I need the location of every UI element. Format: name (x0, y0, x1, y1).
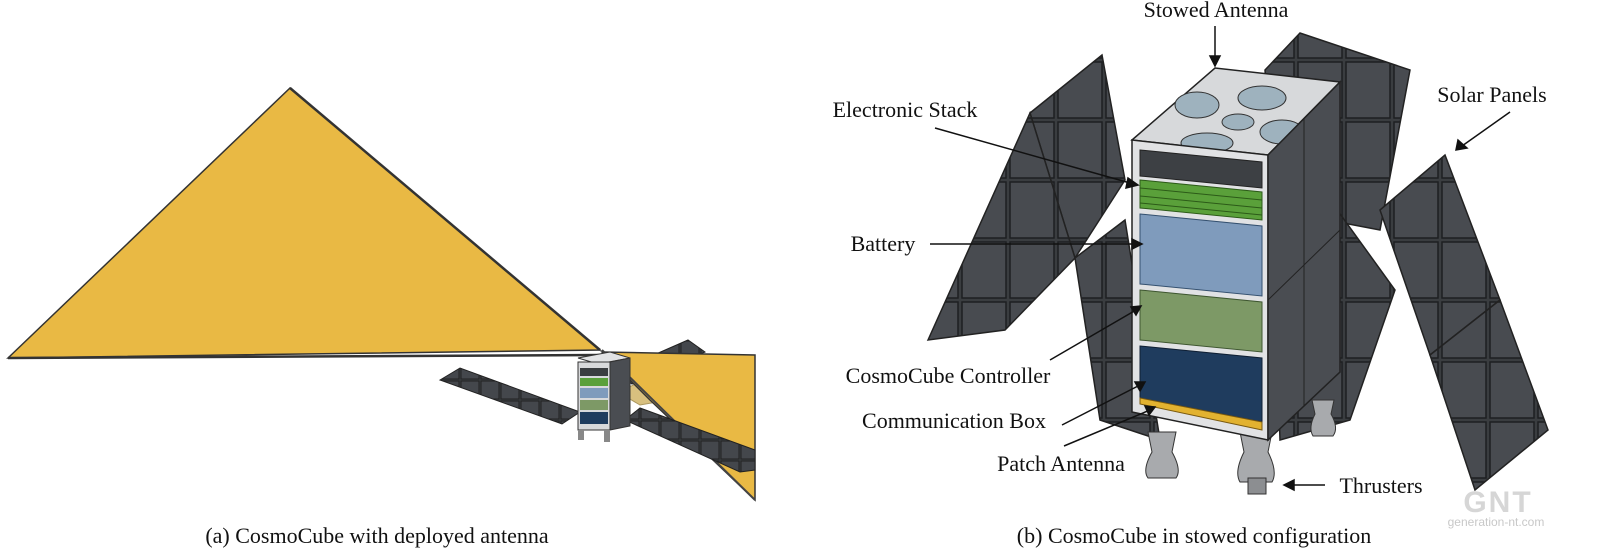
solar-panel-left (438, 367, 582, 425)
cube-body-a (577, 351, 631, 442)
solar-panel-lower-right (624, 407, 756, 473)
caption-a: (a) CosmoCube with deployed antenna (205, 523, 549, 548)
battery-block (1139, 213, 1263, 297)
leader-lines (930, 26, 1511, 492)
stowed-antenna-petal (1237, 85, 1287, 111)
caption-b: (b) CosmoCube in stowed configuration (1017, 523, 1371, 548)
electronic-stack-boards (1139, 179, 1263, 221)
panel-a-illustration (6, 86, 756, 502)
panel-b-illustration: Stowed Antenna Electronic Stack Solar Pa… (833, 0, 1549, 498)
label-patch-antenna: Patch Antenna (997, 451, 1125, 476)
deployed-antenna-sail (6, 86, 603, 359)
label-communication-box: Communication Box (862, 408, 1046, 433)
label-electronic-stack: Electronic Stack (833, 97, 978, 122)
stowed-antenna-petal (1174, 91, 1220, 119)
label-battery: Battery (851, 231, 916, 256)
watermark: GNT generation-nt.com (1448, 486, 1545, 529)
watermark-site: generation-nt.com (1448, 515, 1545, 529)
label-solar-panels: Solar Panels (1437, 82, 1546, 107)
label-controller: CosmoCube Controller (846, 363, 1051, 388)
cube-body-b (1130, 67, 1342, 442)
controller-block (1139, 289, 1263, 353)
solar-panel-right-lower (1429, 298, 1549, 492)
thrusters-group (1145, 399, 1337, 495)
watermark-logo: GNT (1463, 486, 1532, 519)
label-stowed-antenna: Stowed Antenna (1144, 0, 1289, 22)
label-thrusters: Thrusters (1339, 473, 1422, 498)
patch-antenna-plate (1139, 397, 1263, 431)
